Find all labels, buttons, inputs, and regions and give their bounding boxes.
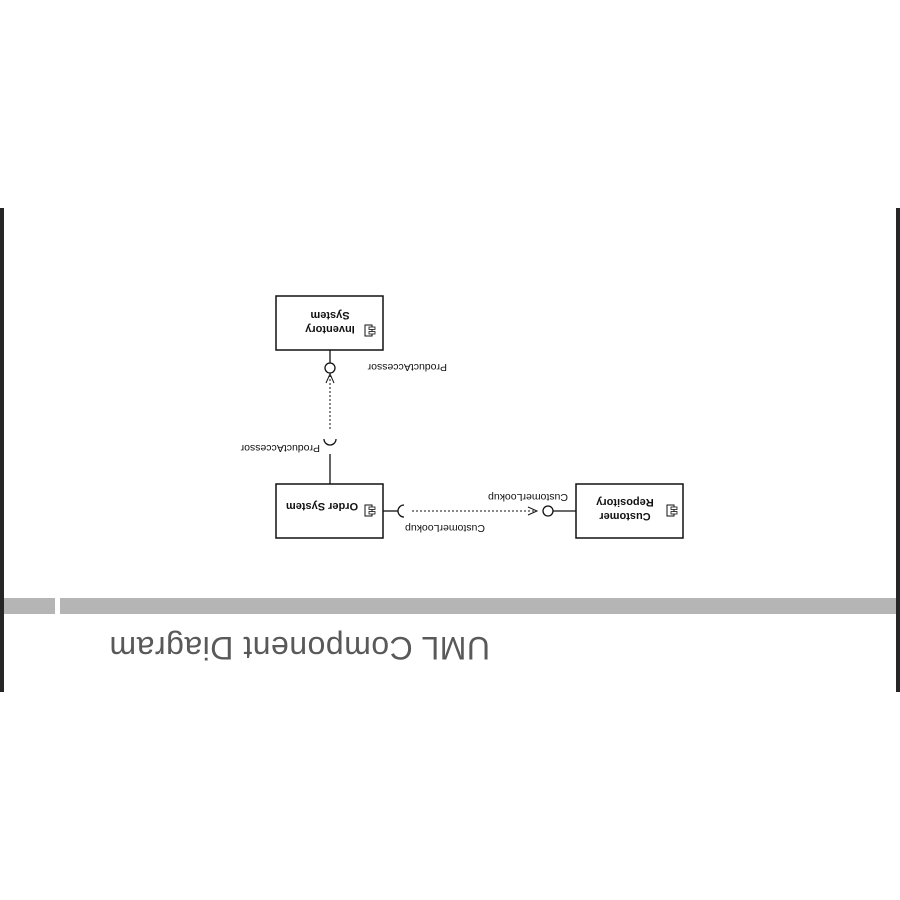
dependency-arrow [527, 506, 539, 516]
inventory-label-line1: Inventory [304, 323, 354, 335]
customer-lookup-provided-label: CustomerLookup [488, 491, 568, 503]
component-icon [666, 504, 678, 517]
slide: UML Component Diagram Inventory System [0, 208, 900, 692]
inventory-system-component: Inventory System [275, 295, 384, 351]
required-interface-socket [397, 504, 405, 518]
customer-repository-component: Customer Repository [575, 483, 684, 539]
order-system-component: Order System [275, 483, 384, 539]
order-system-label: Order System [286, 500, 358, 512]
product-accessor-provided-label: ProductAccessor [367, 361, 447, 373]
product-accessor-required-label: ProductAccessor [240, 442, 320, 454]
inventory-label-line2: System [310, 309, 349, 321]
product-accessor-connection: ProductAccessor ProductAccessor [240, 350, 447, 484]
component-icon [364, 504, 376, 517]
customer-lookup-connection: CustomerLookup CustomerLookup [383, 491, 576, 534]
customer-label-line2: Repository [595, 496, 653, 508]
customer-lookup-required-label: CustomerLookup [405, 522, 485, 534]
dependency-arrow [325, 372, 335, 384]
provided-interface-ball [324, 362, 336, 374]
required-interface-socket [323, 438, 337, 446]
customer-label-line1: Customer [599, 510, 651, 522]
provided-interface-ball [542, 505, 554, 517]
component-icon [364, 324, 376, 337]
component-diagram: Inventory System Order System [240, 295, 684, 539]
